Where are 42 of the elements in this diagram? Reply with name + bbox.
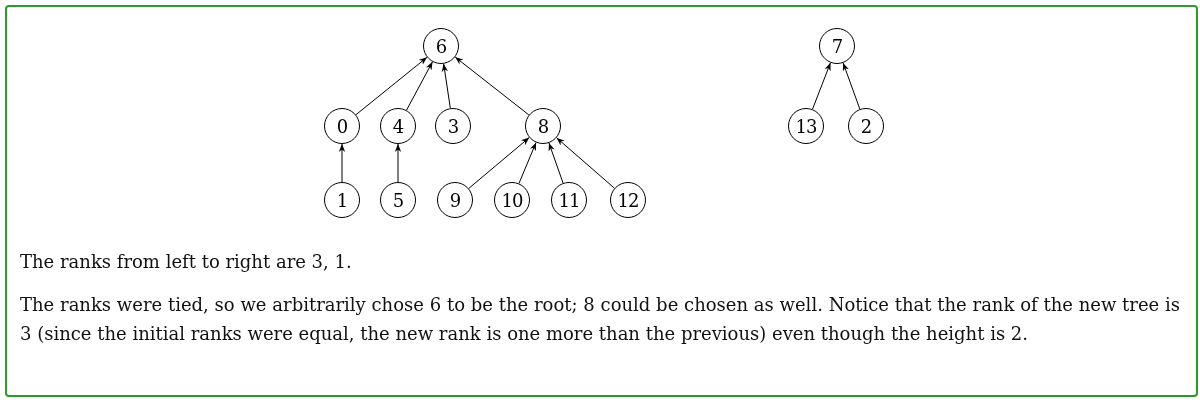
tree-node-circle: [610, 182, 646, 218]
arrow: [441, 63, 451, 109]
tree-node-circle: [324, 108, 360, 144]
node-label: 2: [860, 115, 872, 137]
tree-node-circle: [819, 28, 855, 64]
paragraph: The ranks from left to right are 3, 1.: [20, 250, 353, 274]
node-label: 5: [392, 189, 404, 211]
arrow: [355, 56, 428, 116]
tree-node-circle: [380, 108, 416, 144]
paragraph: The ranks were tied, so we arbitrarily chose 6 to be the root; 8 could be chosen as well. Notice that the rank of the new tree is 3 (since the initial ranks were equal, the new rank is one more than the previous) even though the height is 2.: [20, 293, 1180, 346]
arrow: [548, 142, 564, 184]
node-label: 10: [501, 189, 523, 211]
node-label: 3: [447, 115, 459, 137]
arrow: [394, 143, 402, 183]
arrow: [406, 61, 433, 111]
tree-node-circle: [494, 182, 530, 218]
node-label: 13: [795, 115, 817, 137]
arrow: [518, 142, 537, 184]
node-label: 4: [392, 115, 404, 137]
node-label: 6: [435, 35, 447, 57]
tree-node-circle: [848, 108, 884, 144]
tree-node-circle: [788, 108, 824, 144]
tree-node-circle: [423, 28, 459, 64]
tree-node-circle: [551, 182, 587, 218]
tree-node-circle: [525, 108, 561, 144]
arrow: [556, 137, 615, 189]
node-label: 12: [617, 189, 639, 211]
node-label: 0: [336, 115, 348, 137]
tree-node-circle: [437, 182, 473, 218]
arrow: [338, 143, 346, 183]
arrow: [812, 62, 831, 110]
node-label: 8: [537, 115, 549, 137]
arrow: [842, 62, 861, 110]
tree-node-circle: [380, 182, 416, 218]
node-label: 11: [558, 189, 580, 211]
node-label: 9: [449, 189, 461, 211]
node-label: 7: [831, 35, 843, 57]
arrow: [468, 137, 530, 189]
tree-node-circle: [324, 182, 360, 218]
arrow: [454, 56, 530, 116]
tree-node-circle: [435, 108, 471, 144]
node-label: 1: [336, 189, 348, 211]
